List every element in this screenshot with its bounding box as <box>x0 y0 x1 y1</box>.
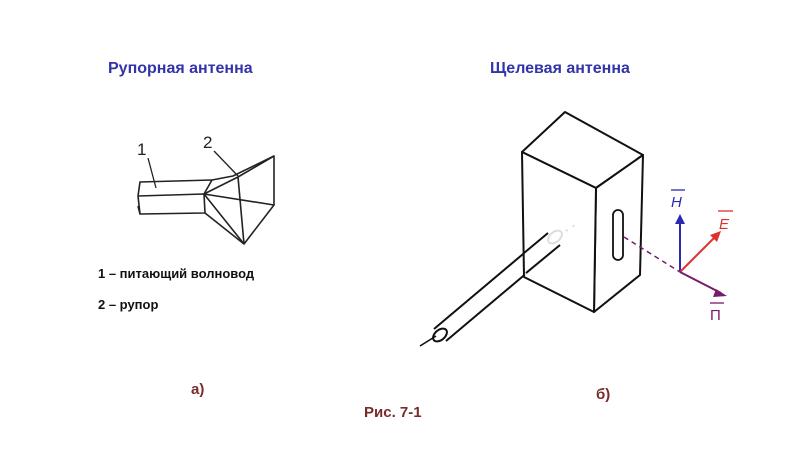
leader-line-2 <box>213 150 239 177</box>
horn-flare <box>203 155 275 245</box>
horn-antenna-drawing <box>137 150 275 245</box>
h-vector-label: H <box>671 194 682 211</box>
waveguide-box <box>521 111 644 313</box>
e-arrowhead <box>710 231 721 242</box>
field-vectors <box>623 214 727 297</box>
p-arrowhead <box>713 289 727 297</box>
horn-label-2: 2 <box>203 133 212 152</box>
slot-antenna-drawing <box>419 111 644 347</box>
h-arrowhead <box>675 214 685 224</box>
p-vector <box>679 271 722 294</box>
legend-item-1: 1 – питающий волновод <box>98 266 255 281</box>
figure-caption: Рис. 7-1 <box>364 404 422 421</box>
slot-sublabel: б) <box>596 386 611 403</box>
horn-antenna-title: Рупорная антенна <box>108 60 253 77</box>
radiating-slot <box>612 209 624 261</box>
horn-sublabel: а) <box>191 381 205 398</box>
e-vector <box>679 235 717 273</box>
leader-line-1 <box>147 157 157 189</box>
feed-waveguide <box>137 179 213 215</box>
horn-label-1: 1 <box>137 140 146 159</box>
propagation-line <box>623 236 681 273</box>
p-vector-label: П <box>710 307 721 324</box>
legend-item-2: 2 – рупор <box>98 297 159 312</box>
slot-antenna-title: Щелевая антенна <box>490 60 630 77</box>
e-vector-label: E <box>719 216 730 233</box>
